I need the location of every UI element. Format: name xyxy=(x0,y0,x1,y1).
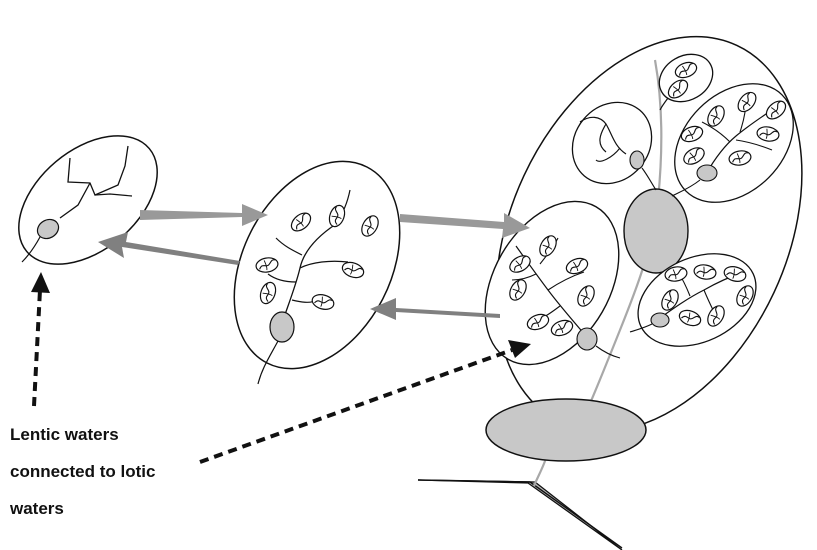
pointer-arrow-to-small-habitat xyxy=(31,272,50,406)
middle-lentic-habitat xyxy=(201,133,433,396)
arrow-node2-to-node1 xyxy=(98,232,240,265)
arrow-node2-to-lotic xyxy=(400,213,530,238)
caption-line-1: Lentic waters xyxy=(10,416,225,453)
base-plane-line xyxy=(418,480,622,548)
pointer-arrow-to-connected-habitat xyxy=(200,340,531,462)
pond-node xyxy=(651,313,669,327)
caption-lentic-waters: Lentic waters connected to lotic waters xyxy=(10,416,225,527)
caption-line-2: connected to lotic xyxy=(10,453,225,490)
caption-line-3: waters xyxy=(10,490,225,527)
outlet-lake xyxy=(486,399,646,461)
arrow-node1-to-node2 xyxy=(140,204,268,226)
stream-pool xyxy=(624,189,688,273)
pond-node xyxy=(697,165,717,181)
pond-node xyxy=(577,328,597,350)
arrow-lotic-to-node2 xyxy=(370,298,500,320)
base-plane xyxy=(418,480,622,550)
pond-node xyxy=(630,151,644,169)
lotic-system xyxy=(436,0,817,486)
small-lentic-habitat xyxy=(0,110,181,289)
pond-node xyxy=(270,312,294,342)
